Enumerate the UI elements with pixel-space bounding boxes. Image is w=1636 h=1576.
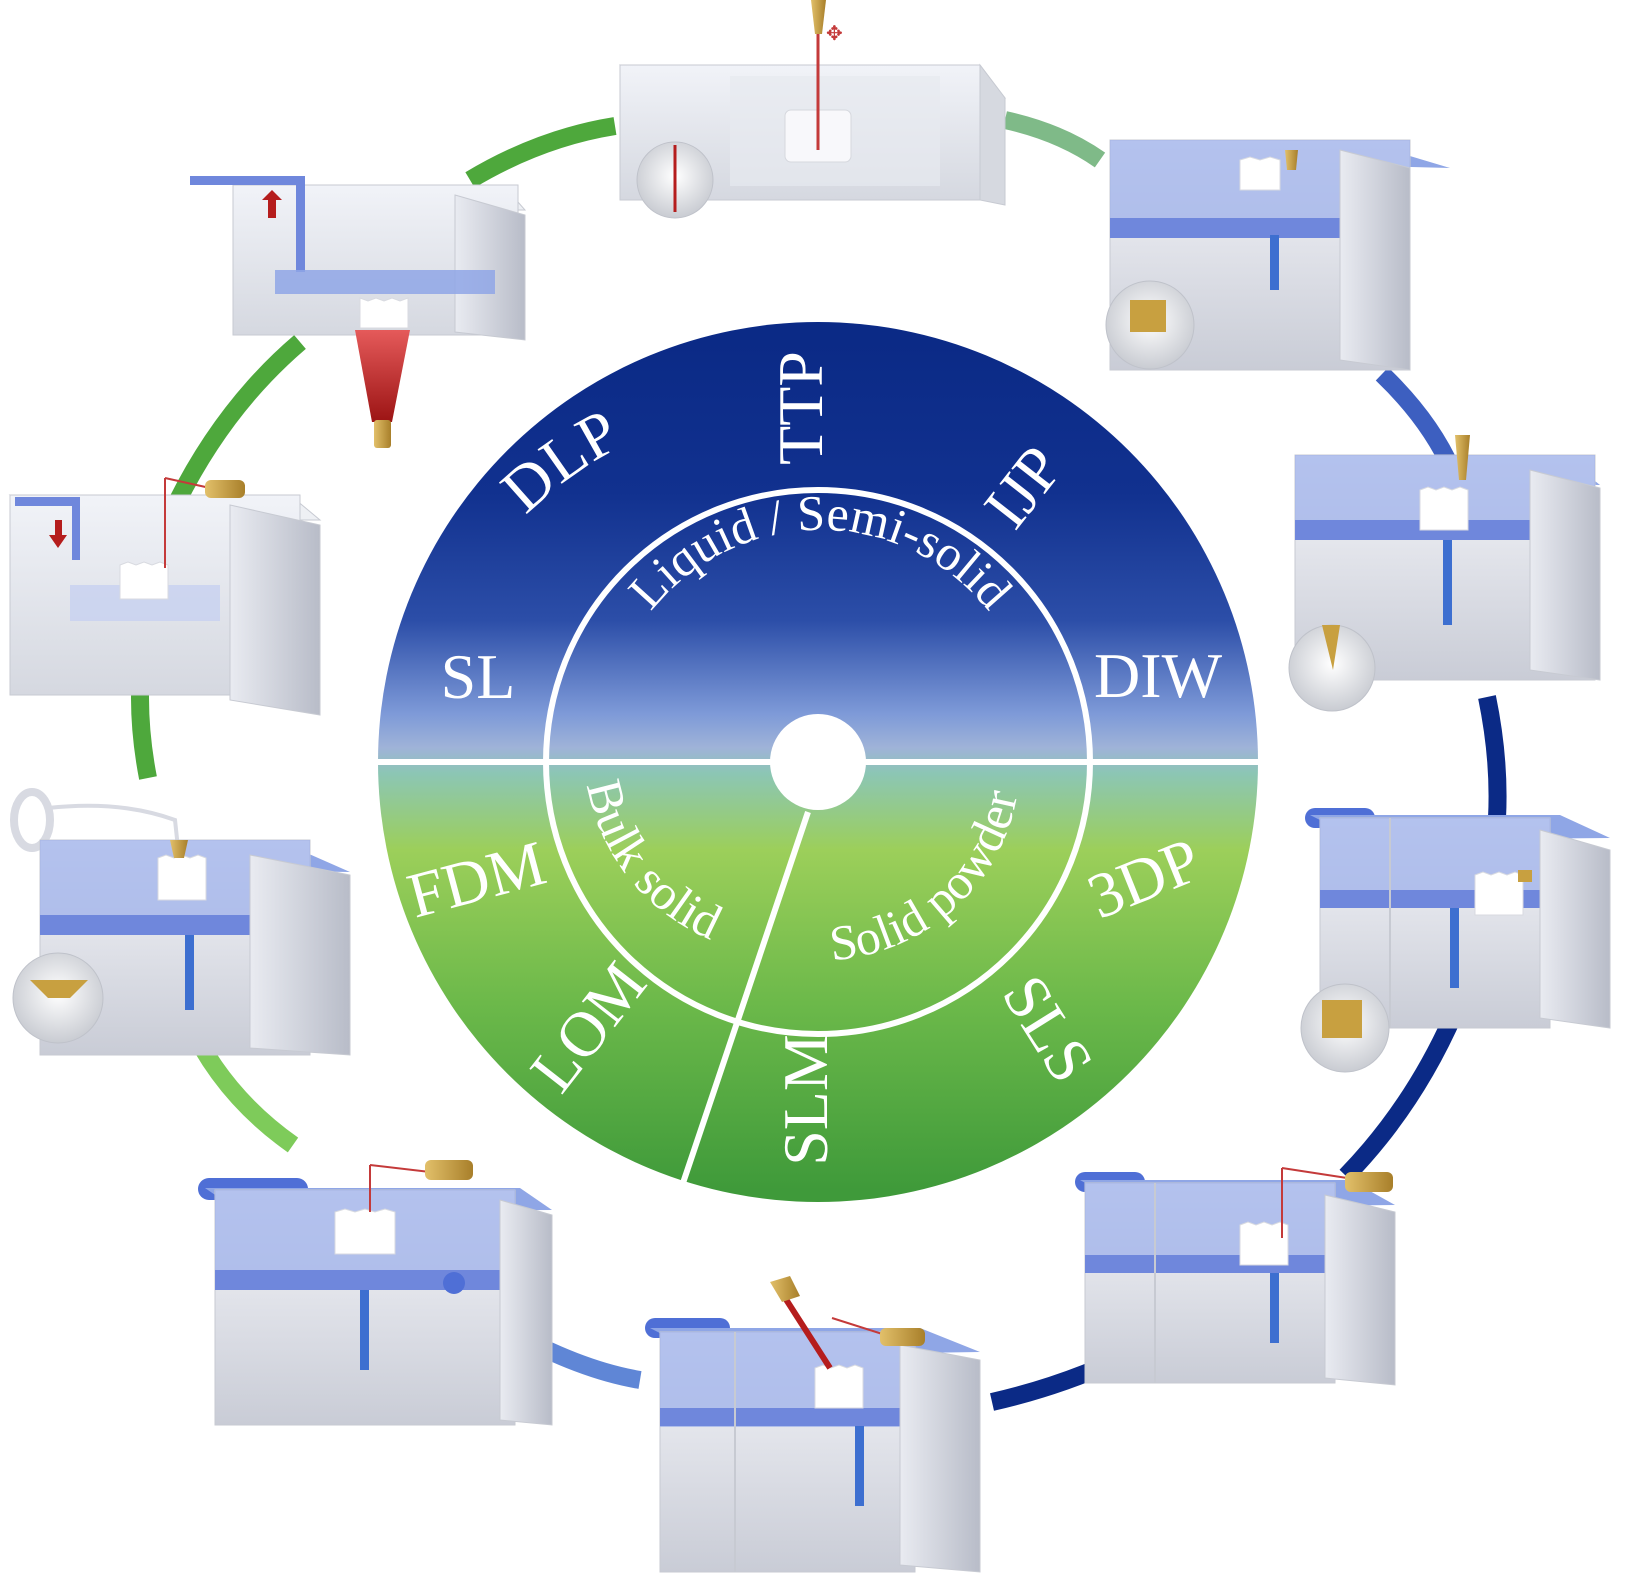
- slm-printer-icon: [645, 1276, 981, 1573]
- svg-text:✥: ✥: [826, 21, 843, 45]
- method-label-diw: DIW: [1094, 640, 1223, 711]
- sl-printer-icon: [8, 477, 322, 716]
- ttp-printer-icon: ✥: [618, 0, 1007, 219]
- lom-printer-icon: [198, 1160, 553, 1426]
- method-label-slm: SLM: [770, 1034, 841, 1166]
- center-hole: [770, 714, 866, 810]
- sls-printer-icon: [1075, 1167, 1396, 1386]
- bulk-powder-divider: [680, 811, 811, 1184]
- threedp-printer-icon: [1300, 808, 1611, 1073]
- central-disc: SL DLP TTP IJP DIW 3DP SLS SLM LOM FDM L…: [378, 322, 1258, 1202]
- ring-arc-dlp-ttp: [465, 117, 617, 188]
- ring-arc-diw-3dp: [1478, 695, 1507, 819]
- method-label-ttp: TTP: [765, 351, 836, 465]
- inner-ring-circle: [543, 487, 1093, 1037]
- ring-arc-sl-dlp: [168, 335, 306, 507]
- ijp-printer-icon: [1105, 139, 1450, 371]
- ring-arc-ttp-ijp: [1003, 111, 1106, 168]
- dlp-printer-icon: [190, 176, 527, 448]
- diw-printer-icon: [1288, 435, 1601, 712]
- fdm-printer-icon: [10, 788, 351, 1056]
- method-label-sl: SL: [441, 641, 516, 712]
